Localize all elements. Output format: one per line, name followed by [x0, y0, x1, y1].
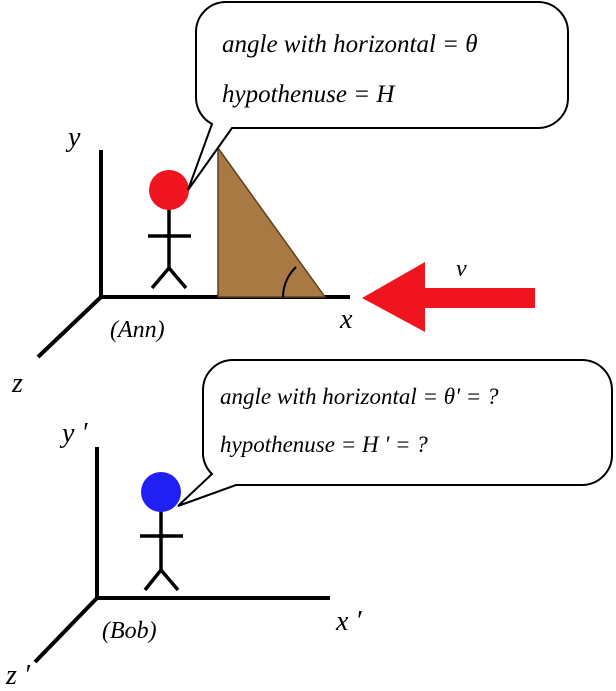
bob-name-label: (Bob) — [102, 618, 157, 644]
bob-left-leg — [143, 568, 163, 592]
velocity-arrow — [362, 262, 535, 332]
ann-z-label: z — [11, 368, 23, 399]
bob-head — [141, 472, 181, 512]
bob-z-label: z ′ — [5, 660, 31, 691]
ann-left-leg — [150, 266, 171, 290]
ann-speech-line2: hypothenuse = H — [222, 81, 396, 108]
ann-head — [149, 170, 189, 210]
bob-speech-bubble — [177, 359, 613, 507]
bob-axes — [33, 447, 330, 664]
ann-x-label: x — [339, 304, 353, 335]
velocity-label: v — [456, 256, 467, 282]
ann-z-axis — [36, 295, 103, 359]
bob-x-label: x ′ — [335, 606, 362, 637]
bob-speech-line2: hypothenuse = H ' = ? — [220, 432, 428, 457]
ann-right-leg — [167, 266, 188, 290]
ann-speech-bubble — [187, 0, 569, 191]
bob-speech-line1: angle with horizontal = θ' = ? — [220, 384, 499, 409]
ann-y-label: y — [65, 122, 81, 153]
ann-name-label: (Ann) — [110, 317, 165, 343]
angle-arc — [282, 266, 297, 298]
bob-z-axis — [33, 596, 99, 664]
ann-figure — [148, 208, 191, 290]
triangle — [217, 145, 327, 298]
bob-y-label: y ′ — [59, 418, 88, 449]
bob-right-leg — [159, 568, 180, 592]
bob-figure — [140, 510, 183, 592]
ann-speech-line1: angle with horizontal = θ — [222, 31, 478, 58]
